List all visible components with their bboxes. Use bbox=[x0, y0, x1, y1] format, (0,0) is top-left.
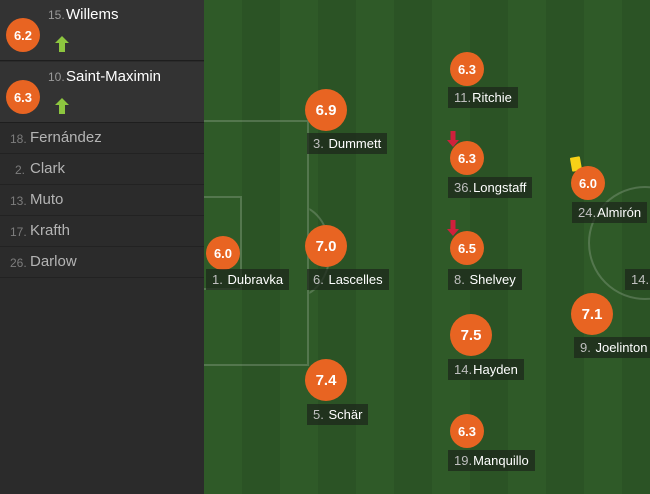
substitutes-panel: 6.2 15. Willems 6.3 10. Saint-Maximin 18… bbox=[0, 0, 204, 494]
shirt-number: 18. bbox=[10, 132, 27, 146]
player-name: Lascelles bbox=[328, 272, 383, 287]
shirt-number: 11. bbox=[454, 90, 472, 105]
shirt-number: 10. bbox=[48, 70, 65, 84]
player-name: Clark bbox=[30, 160, 66, 177]
shirt-number: 19. bbox=[454, 453, 473, 468]
substitute-row[interactable]: 6.2 15. Willems bbox=[0, 0, 204, 61]
player-name: Hayden bbox=[473, 362, 518, 377]
rating-badge: 6.3 bbox=[6, 80, 40, 114]
shirt-number: 3. bbox=[313, 136, 324, 151]
player-name: Shelvey bbox=[469, 272, 516, 287]
bench-row[interactable]: 18. Fernández bbox=[0, 123, 204, 154]
player-nameplate[interactable]: 11.Ritchie bbox=[448, 87, 518, 108]
player-nameplate[interactable]: 14. bbox=[625, 269, 650, 290]
arrow-up-icon bbox=[55, 36, 69, 52]
bench-row[interactable]: 26. Darlow bbox=[0, 247, 204, 278]
shirt-number: 5. bbox=[313, 407, 324, 422]
shirt-number: 6. bbox=[313, 272, 324, 287]
rating-badge: 6.0 bbox=[206, 236, 240, 270]
player-name: Willems bbox=[66, 6, 119, 23]
rating-badge: 7.4 bbox=[305, 359, 347, 401]
player-name: Dubravka bbox=[227, 272, 284, 287]
rating-badge: 6.0 bbox=[571, 166, 605, 200]
shirt-number: 8. bbox=[454, 272, 465, 287]
shirt-number: 14. bbox=[454, 362, 473, 377]
player-name: Darlow bbox=[30, 253, 77, 270]
player-name: Joelinton bbox=[595, 340, 648, 355]
rating-badge: 6.3 bbox=[450, 141, 484, 175]
player-nameplate[interactable]: 5. Schär bbox=[307, 404, 369, 425]
rating-badge: 7.0 bbox=[305, 225, 347, 267]
player-nameplate[interactable]: 1. Dubravka bbox=[206, 269, 290, 290]
rating-badge: 6.5 bbox=[450, 231, 484, 265]
player-name: Schär bbox=[328, 407, 363, 422]
pitch: 6.0 1. Dubravka 6.9 3. Dummett 7.0 6. La… bbox=[204, 0, 650, 494]
bench-row[interactable]: 17. Krafth bbox=[0, 216, 204, 247]
shirt-number: 14. bbox=[631, 272, 650, 287]
player-name: Fernández bbox=[30, 129, 102, 146]
player-name: Krafth bbox=[30, 222, 71, 239]
rating-badge: 6.2 bbox=[6, 18, 40, 52]
player-name: Saint-Maximin bbox=[66, 68, 162, 85]
arrow-down-icon bbox=[447, 131, 459, 147]
rating-badge: 6.3 bbox=[450, 52, 484, 86]
player-nameplate[interactable]: 14.Hayden bbox=[448, 359, 524, 380]
player-nameplate[interactable]: 3. Dummett bbox=[307, 133, 388, 154]
player-nameplate[interactable]: 19.Manquillo bbox=[448, 450, 535, 471]
shirt-number: 26. bbox=[10, 256, 27, 270]
shirt-number: 2. bbox=[15, 163, 26, 177]
arrow-down-icon bbox=[447, 220, 459, 236]
player-nameplate[interactable]: 9. Joelinton bbox=[574, 337, 650, 358]
shirt-number: 15. bbox=[48, 8, 65, 22]
player-name: Muto bbox=[30, 191, 64, 208]
shirt-number: 13. bbox=[10, 194, 27, 208]
shirt-number: 24. bbox=[578, 205, 597, 220]
player-nameplate[interactable]: 24.Almirón bbox=[572, 202, 648, 223]
arrow-up-icon bbox=[55, 98, 69, 114]
shirt-number: 9. bbox=[580, 340, 591, 355]
rating-badge: 7.1 bbox=[571, 293, 613, 335]
rating-badge: 7.5 bbox=[450, 314, 492, 356]
player-name: Ritchie bbox=[472, 90, 512, 105]
shirt-number: 36. bbox=[454, 180, 473, 195]
player-name: Longstaff bbox=[473, 180, 527, 195]
shirt-number: 17. bbox=[10, 225, 27, 239]
player-nameplate[interactable]: 36.Longstaff bbox=[448, 177, 533, 198]
rating-badge: 6.3 bbox=[450, 414, 484, 448]
rating-badge: 6.9 bbox=[305, 89, 347, 131]
player-nameplate[interactable]: 8. Shelvey bbox=[448, 269, 522, 290]
player-name: Manquillo bbox=[473, 453, 529, 468]
player-name: Dummett bbox=[328, 136, 382, 151]
shirt-number: 1. bbox=[212, 272, 223, 287]
bench-row[interactable]: 2. Clark bbox=[0, 154, 204, 185]
player-name: Almirón bbox=[597, 205, 642, 220]
player-nameplate[interactable]: 6. Lascelles bbox=[307, 269, 389, 290]
substitute-row[interactable]: 6.3 10. Saint-Maximin bbox=[0, 62, 204, 123]
bench-row[interactable]: 13. Muto bbox=[0, 185, 204, 216]
